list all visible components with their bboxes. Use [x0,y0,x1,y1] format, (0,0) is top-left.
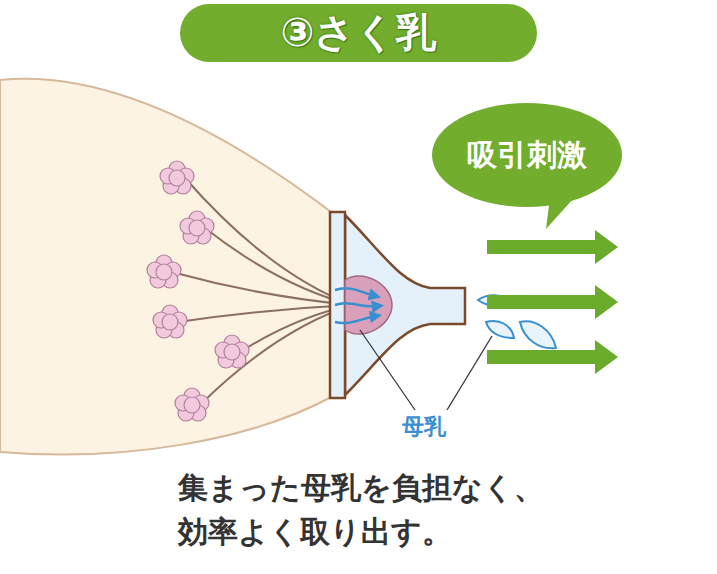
milk-flow [335,288,378,323]
mammary-lobules [147,161,249,421]
caption: 集まった母乳を負担なく、 効率よく取り出す。 [178,466,556,553]
part-label: 母乳 [402,412,446,442]
speech-bubble: 吸引刺激 [432,103,622,207]
title-banner [180,4,537,62]
bubble-text: 吸引刺激 [467,135,587,176]
milk-ducts [172,178,352,405]
breast-outline [0,79,335,455]
leader-line [360,330,492,410]
title: ③さく乳 [180,6,537,58]
suction-arrows [487,230,618,374]
